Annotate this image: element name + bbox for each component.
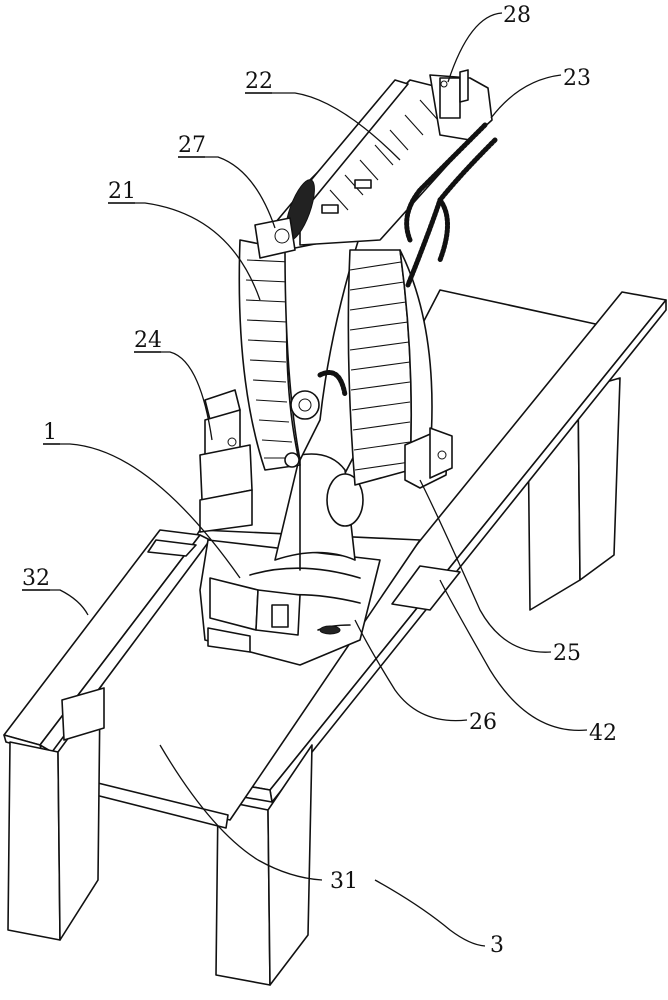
leader-28 — [447, 12, 503, 83]
leader-lines — [22, 12, 588, 947]
label-31: 31 — [330, 869, 358, 894]
label-1: 1 — [43, 420, 57, 445]
label-28: 28 — [503, 3, 531, 28]
label-21: 21 — [108, 179, 136, 204]
joint-25 — [404, 427, 453, 489]
front-left-leg — [7, 687, 105, 941]
front-right-leg — [215, 744, 313, 986]
leader-21 — [108, 202, 261, 301]
leader-27 — [178, 156, 276, 229]
wrist-head — [429, 69, 493, 141]
label-24: 24 — [134, 328, 162, 353]
left-carriage-bracket — [147, 539, 197, 557]
label-32: 32 — [22, 566, 50, 591]
leader-24 — [134, 351, 213, 441]
label-23: 23 — [563, 66, 591, 91]
gear-27 — [254, 179, 315, 259]
leader-23 — [490, 74, 562, 119]
leader-22 — [245, 92, 401, 161]
leader-1 — [43, 443, 241, 579]
leader-42 — [439, 579, 588, 731]
arm-track-right — [347, 249, 433, 486]
label-3: 3 — [490, 933, 504, 958]
right-carriage-bracket — [391, 565, 461, 611]
leader-3 — [374, 879, 486, 947]
label-26: 26 — [469, 710, 497, 735]
leader-31 — [159, 744, 323, 881]
robot-column — [274, 453, 364, 571]
reference-labels: 28 23 22 27 21 24 1 32 25 26 42 31 3 — [22, 3, 617, 958]
leader-26 — [354, 619, 468, 722]
label-42: 42 — [589, 721, 617, 746]
robot-base — [199, 539, 381, 666]
label-22: 22 — [245, 69, 273, 94]
cable-bundle — [317, 122, 498, 398]
leader-25 — [419, 479, 552, 653]
robot — [199, 69, 498, 666]
leader-32 — [22, 589, 89, 616]
label-25: 25 — [553, 641, 581, 666]
label-27: 27 — [178, 133, 206, 158]
motor-24 — [199, 389, 253, 533]
